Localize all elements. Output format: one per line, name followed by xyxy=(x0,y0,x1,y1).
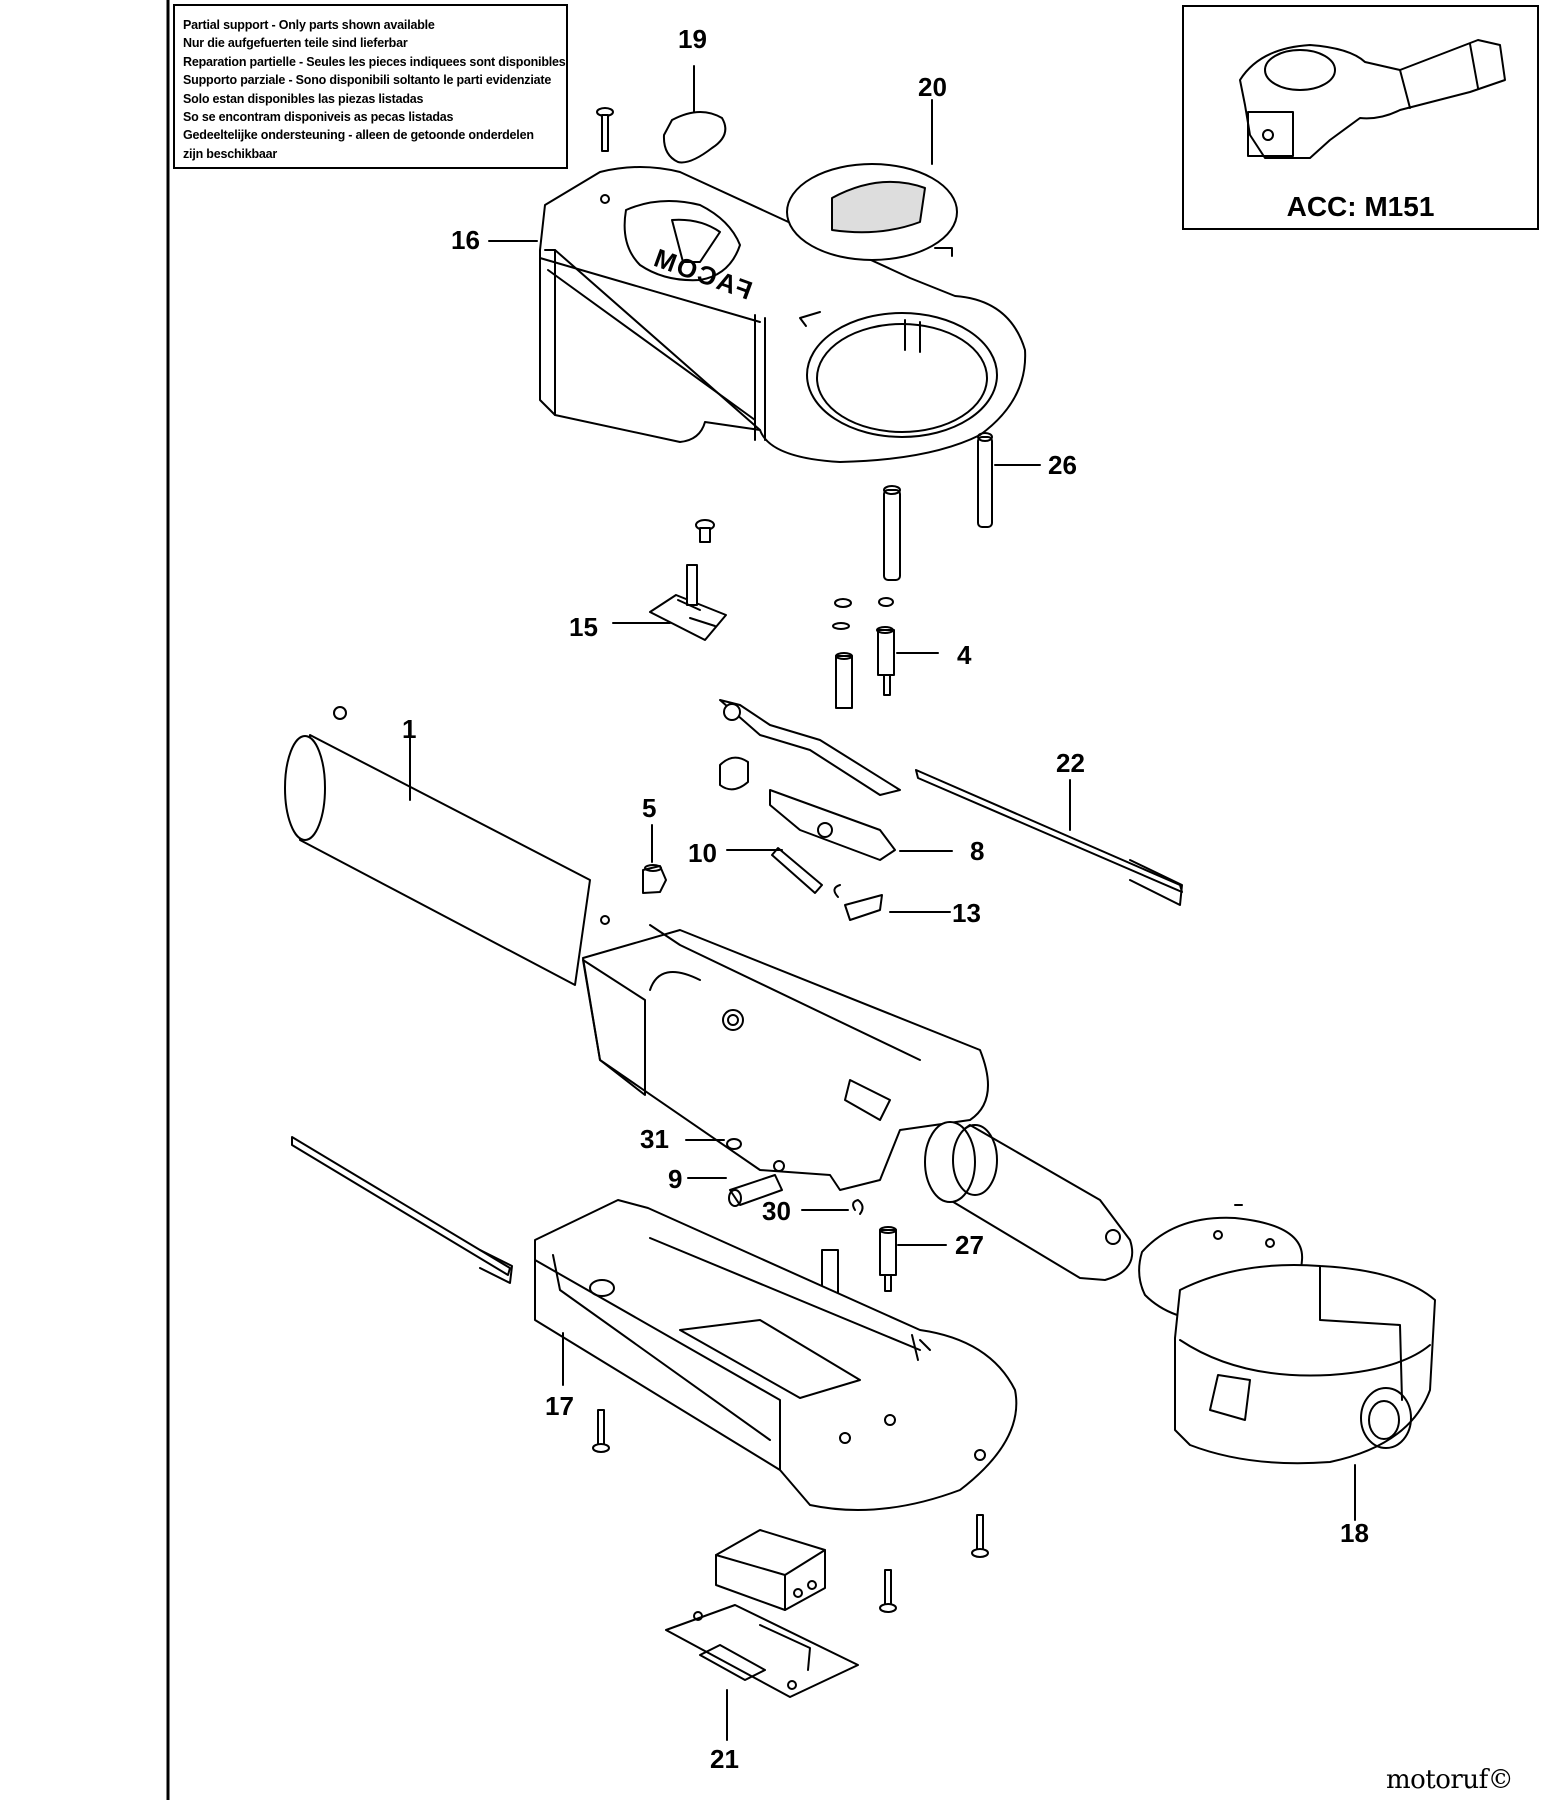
battery xyxy=(715,1529,826,1611)
part-26-standoffs xyxy=(883,432,993,581)
part-5-nut xyxy=(642,864,667,894)
callout-20: 20 xyxy=(918,72,947,102)
part-21-battery-holder xyxy=(665,1604,859,1698)
part-15-sensor-board xyxy=(649,519,727,641)
mechanism-parts xyxy=(719,699,901,921)
motoruf-watermark: motoruf© xyxy=(1386,1765,1514,1795)
callout-26: 26 xyxy=(1048,450,1077,480)
part-31-oring xyxy=(726,1138,742,1150)
part-4-standoffs xyxy=(832,597,895,709)
callout-18: 18 xyxy=(1340,1518,1369,1548)
part-9-pin xyxy=(728,1160,785,1207)
partial-support-notice: Partial support - Only parts shown avail… xyxy=(173,4,568,169)
callout-13: 13 xyxy=(952,898,981,928)
notice-line: Gedeeltelijke ondersteuning - alleen de … xyxy=(183,128,534,143)
watermark-text: motoruf xyxy=(1386,1765,1488,1795)
strip-left xyxy=(291,1136,513,1284)
notice-line: zijn beschikbaar xyxy=(183,146,278,161)
callout-10: 10 xyxy=(688,838,717,868)
callout-22: 22 xyxy=(1056,748,1085,778)
acc-ratchet-drawing xyxy=(1239,39,1506,159)
copyright-icon: © xyxy=(1487,1765,1514,1795)
notice-line: So se encontram disponiveis as pecas lis… xyxy=(183,110,454,125)
callout-21: 21 xyxy=(710,1744,739,1774)
callout-27: 27 xyxy=(955,1230,984,1260)
callout-19: 19 xyxy=(678,24,707,54)
part-19-knob xyxy=(662,111,727,164)
part-1-main-tube xyxy=(284,706,610,986)
callout-30: 30 xyxy=(762,1196,791,1226)
part-16-top-cover: FACOM xyxy=(539,166,1027,463)
callout-9: 9 xyxy=(668,1164,683,1194)
screw-top-cover xyxy=(596,107,614,152)
callout-5: 5 xyxy=(642,793,657,823)
callout-31: 31 xyxy=(640,1124,669,1154)
notice-line: Supporto parziale - Sono disponibili sol… xyxy=(183,73,552,88)
notice-line: Nur die aufgefuerten teile sind lieferba… xyxy=(183,36,408,51)
callout-15: 15 xyxy=(569,612,598,642)
notice-line: Reparation partielle - Seules les pieces… xyxy=(183,54,566,69)
callout-17: 17 xyxy=(545,1391,574,1421)
part-22-strip xyxy=(915,769,1183,906)
callout-16: 16 xyxy=(451,225,480,255)
part-30-clip xyxy=(852,1199,864,1215)
drive-head xyxy=(924,1121,1134,1281)
screws-lower xyxy=(592,1409,989,1613)
callout-1: 1 xyxy=(402,714,417,744)
accessory-box: ACC: M151 xyxy=(1182,5,1539,230)
callout-8: 8 xyxy=(970,836,985,866)
part-27-standoff xyxy=(821,1226,897,1301)
callout-4: 4 xyxy=(957,640,972,670)
part-17-bottom-tray xyxy=(534,1199,1018,1511)
notice-line: Solo estan disponibles las piezas listad… xyxy=(183,91,424,106)
accessory-label: ACC: M151 xyxy=(1286,191,1435,222)
part-20-window xyxy=(786,163,958,261)
main-body-frame xyxy=(582,924,989,1191)
part-18-head-housing xyxy=(1174,1264,1436,1465)
notice-line: Partial support - Only parts shown avail… xyxy=(183,18,435,32)
